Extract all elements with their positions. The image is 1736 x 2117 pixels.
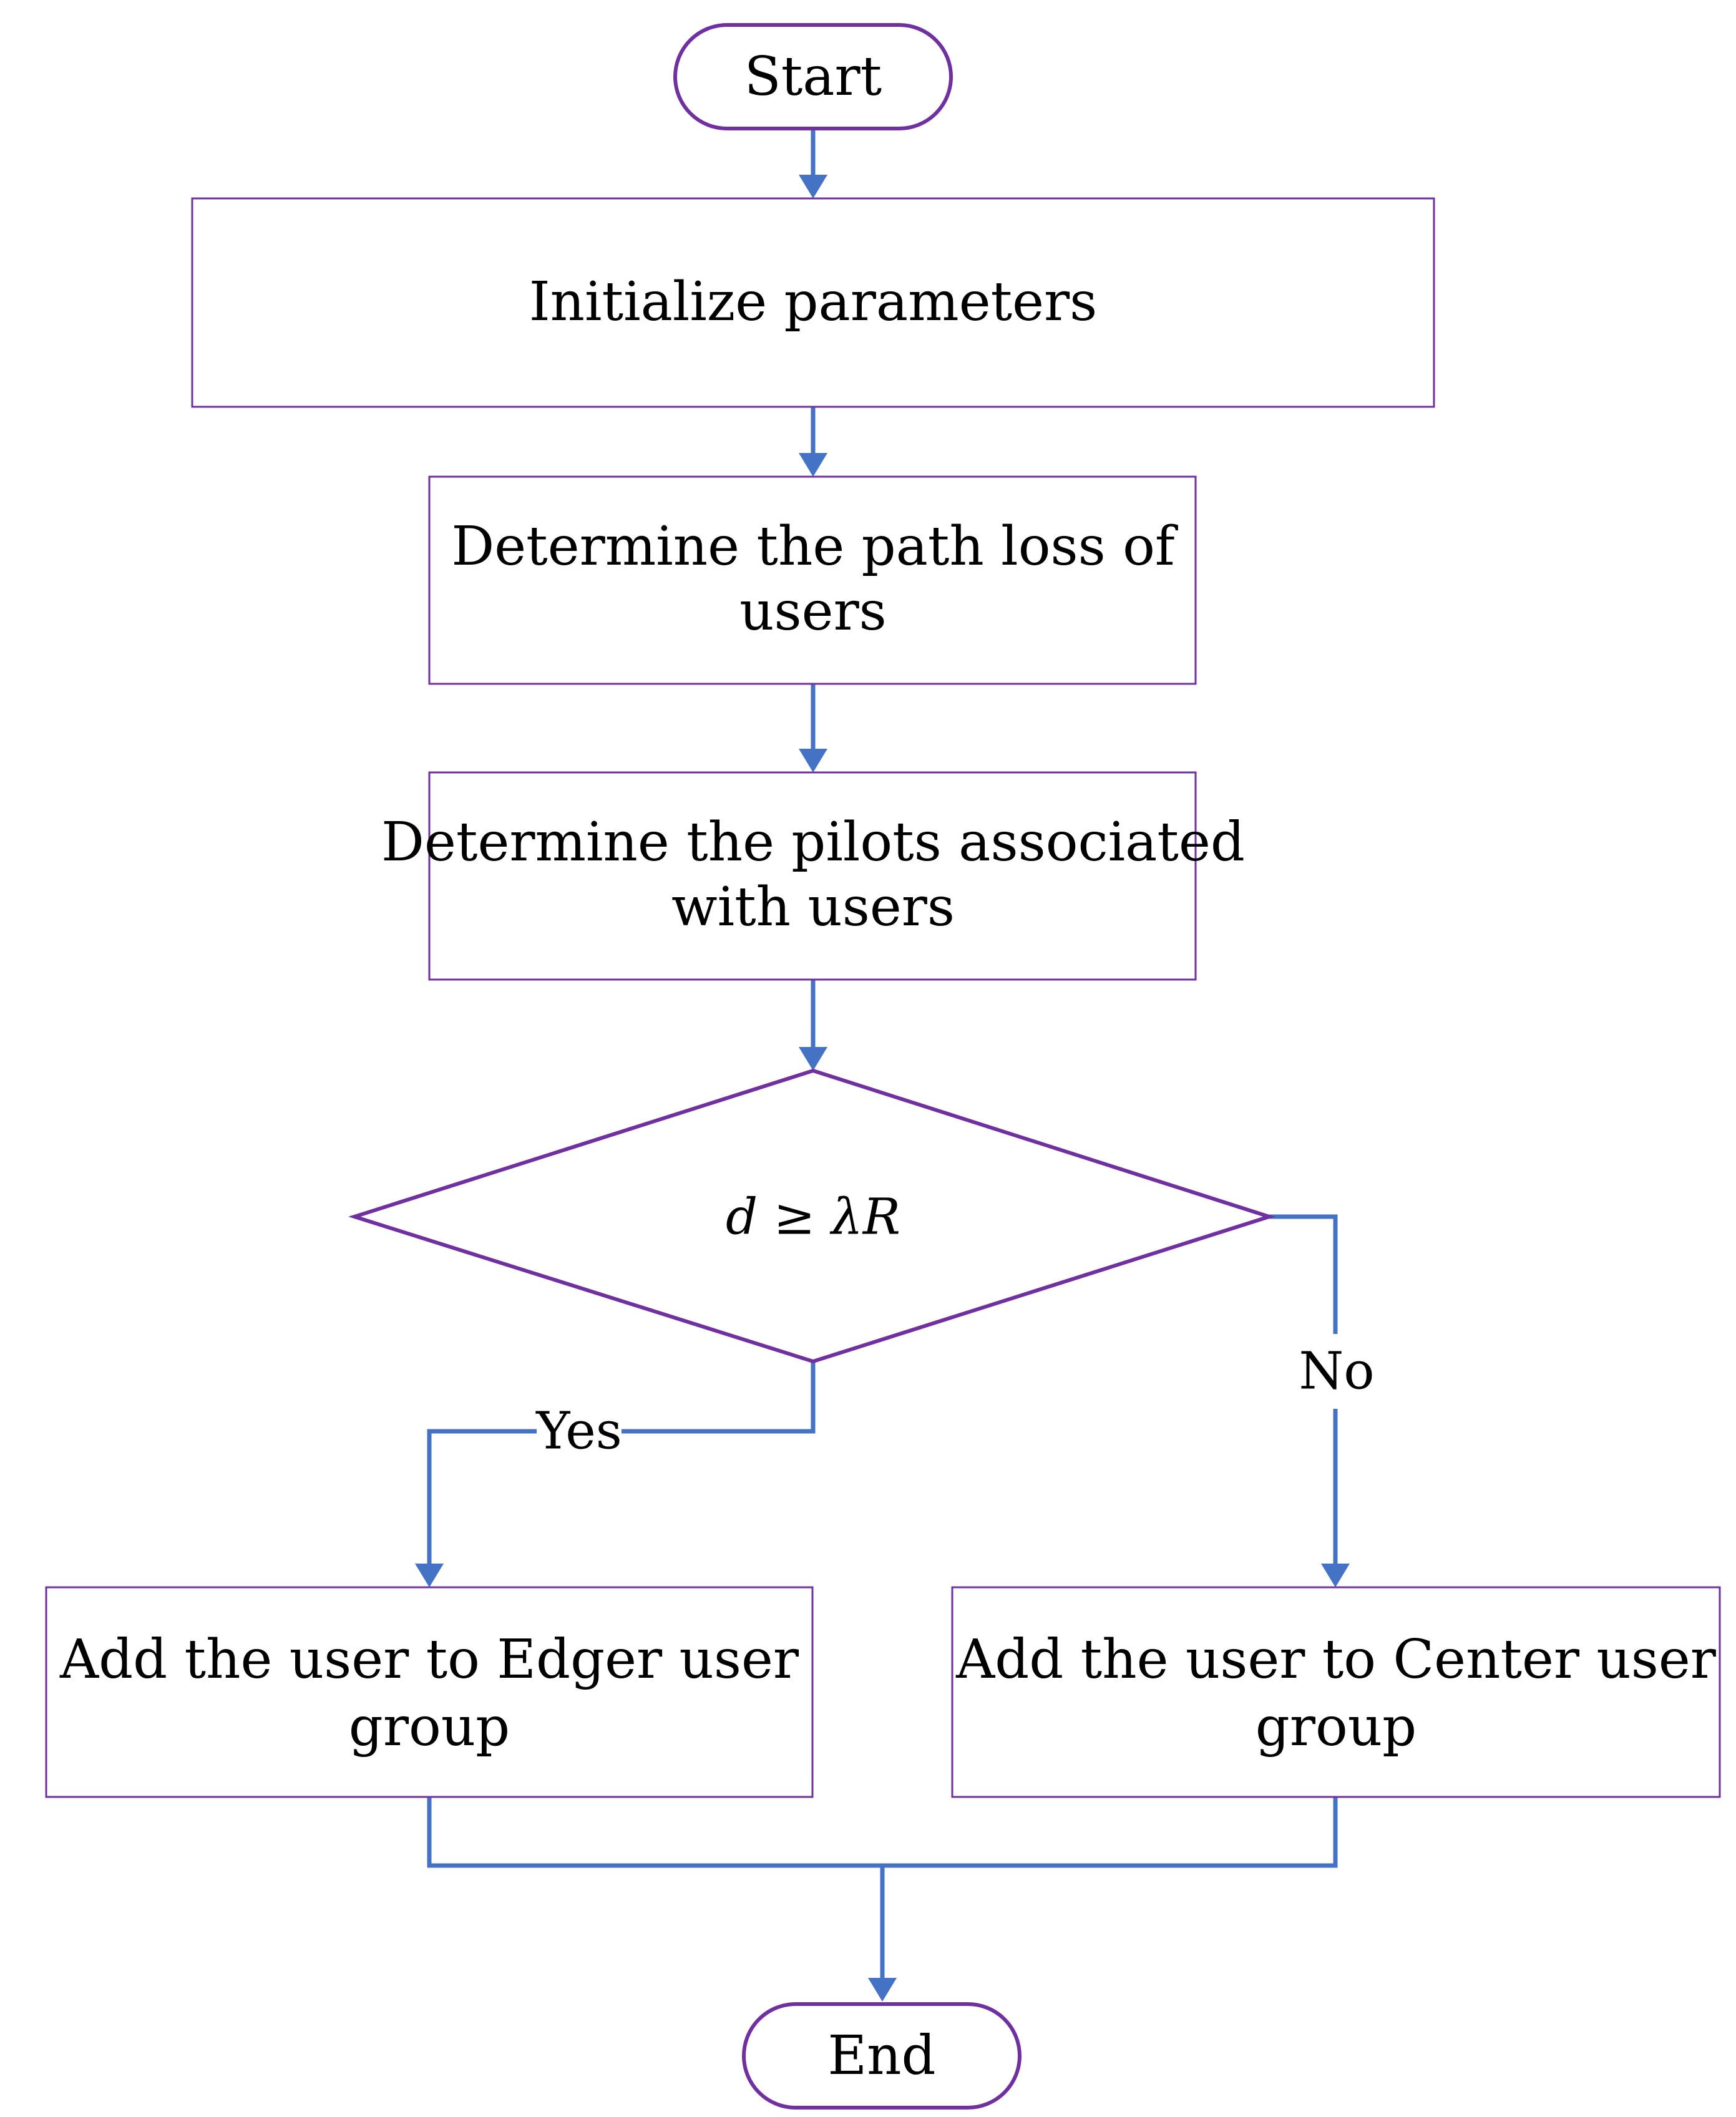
center-group-label-line2: group bbox=[1256, 1696, 1417, 1758]
pilots-label-line2: with users bbox=[671, 876, 955, 938]
arrowhead-pathloss bbox=[799, 453, 827, 477]
connector-yes bbox=[427, 1361, 816, 1565]
yes-label: Yes bbox=[535, 1402, 622, 1461]
initialize-box: Initialize parameters bbox=[191, 197, 1435, 408]
condition-label: d ≥ λR bbox=[726, 1188, 900, 1246]
initialize-label: Initialize parameters bbox=[529, 271, 1098, 333]
pilots-box: Determine the pilots associated with use… bbox=[381, 771, 1245, 981]
end-label: End bbox=[827, 2025, 935, 2087]
center-group-box: Add the user to Center user group bbox=[951, 1586, 1721, 1798]
pilots-label-line1: Determine the pilots associated bbox=[381, 811, 1245, 874]
arrowhead-init bbox=[799, 175, 827, 198]
arrowhead-center-group bbox=[1321, 1564, 1350, 1587]
pathloss-box: Determine the path loss of users bbox=[428, 475, 1197, 685]
edge-group-box: Add the user to Edger user group bbox=[45, 1586, 814, 1798]
arrowhead-edge-group bbox=[415, 1564, 444, 1587]
start-terminal: Start bbox=[673, 23, 953, 130]
arrowhead-pilots bbox=[799, 749, 827, 772]
edge-group-label-line2: group bbox=[349, 1696, 510, 1758]
connector-no bbox=[1269, 1214, 1338, 1565]
connector-merge bbox=[427, 1797, 1338, 1868]
no-label-bg bbox=[1298, 1334, 1373, 1409]
pathloss-label-line2: users bbox=[739, 580, 887, 643]
arrowhead-decision bbox=[799, 1047, 827, 1071]
yes-label-bg bbox=[537, 1403, 622, 1460]
edge-group-label-line1: Add the user to Edger user bbox=[59, 1628, 799, 1691]
pathloss-label-line1: Determine the path loss of bbox=[451, 515, 1178, 578]
end-terminal: End bbox=[742, 2002, 1022, 2110]
start-label: Start bbox=[744, 46, 882, 108]
decision-diamond: d ≥ λR bbox=[348, 1068, 1275, 1364]
no-label: No bbox=[1299, 1342, 1374, 1401]
arrowhead-end bbox=[868, 1978, 897, 2002]
center-group-label-line1: Add the user to Center user bbox=[955, 1628, 1717, 1691]
